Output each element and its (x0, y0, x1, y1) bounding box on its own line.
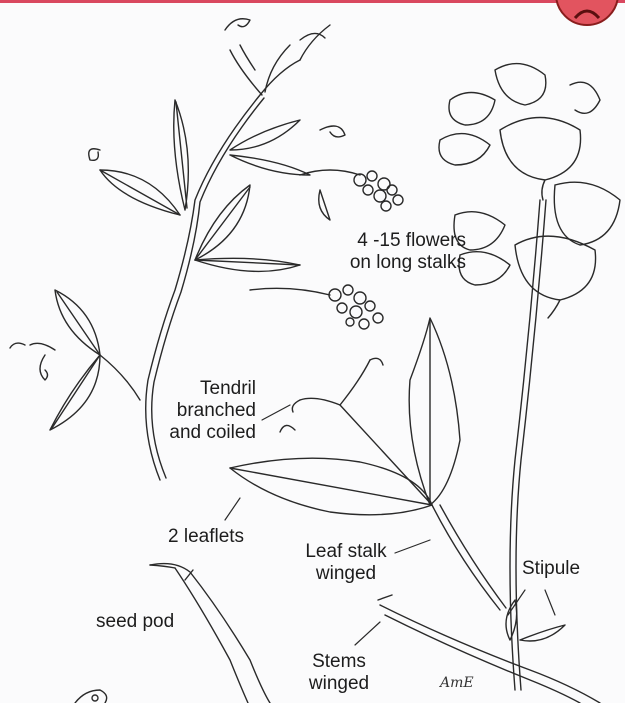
leafstalk-label-line2: winged (290, 563, 402, 585)
leaflets-label: 2 leaflets (168, 526, 244, 548)
tendril-label: Tendril branched and coiled (150, 378, 256, 444)
tendril-label-line2: branched (150, 400, 256, 422)
tendril-label-line1: Tendril (150, 378, 256, 400)
label-pointers (225, 405, 555, 645)
stems-label-line1: Stems (295, 651, 383, 673)
seed-pod (150, 564, 270, 703)
seedpod-label: seed pod (96, 611, 174, 633)
stems-label: Stems winged (295, 651, 383, 695)
stipule-label: Stipule (522, 558, 580, 580)
bottom-doodle (75, 690, 107, 703)
lower-left-leaflets (10, 290, 140, 430)
leafstalk-label: Leaf stalk winged (290, 541, 402, 585)
tendril-label-line3: and coiled (150, 422, 256, 444)
stems-label-line2: winged (295, 673, 383, 695)
flowers-label-line1: 4 -15 flowers (270, 230, 466, 252)
flowers-label-line2: on long stalks (270, 252, 466, 274)
top-tendrils (89, 19, 345, 161)
right-flower-stalk (439, 64, 620, 690)
flowers-label: 4 -15 flowers on long stalks (270, 230, 466, 274)
leafstalk-label-line1: Leaf stalk (290, 541, 402, 563)
artist-signature: AmE (440, 672, 474, 694)
upper-leaflets (100, 25, 330, 215)
winged-stem (378, 595, 600, 703)
